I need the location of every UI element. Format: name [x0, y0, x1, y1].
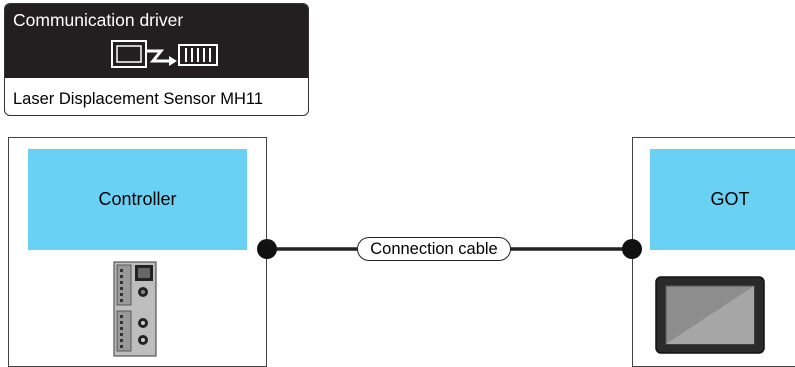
controller-box: Controller [8, 137, 267, 367]
connection-cable-text: Connection cable [370, 239, 498, 258]
communication-driver-badge: Communication driver Laser Displacement … [4, 3, 309, 116]
communication-driver-icon [111, 40, 218, 68]
controller-label: Controller [28, 149, 247, 250]
got-label: GOT [650, 149, 795, 250]
got-label-text: GOT [710, 189, 750, 209]
controller-device-image [113, 261, 157, 357]
got-display-image [655, 276, 765, 354]
driver-title: Communication driver [13, 10, 184, 30]
driver-header: Communication driver [5, 4, 308, 78]
controller-label-text: Controller [98, 189, 177, 209]
driver-name: Laser Displacement Sensor MH11 [13, 90, 264, 108]
got-box: GOT [632, 137, 795, 367]
connection-cable-label: Connection cable [357, 237, 511, 261]
